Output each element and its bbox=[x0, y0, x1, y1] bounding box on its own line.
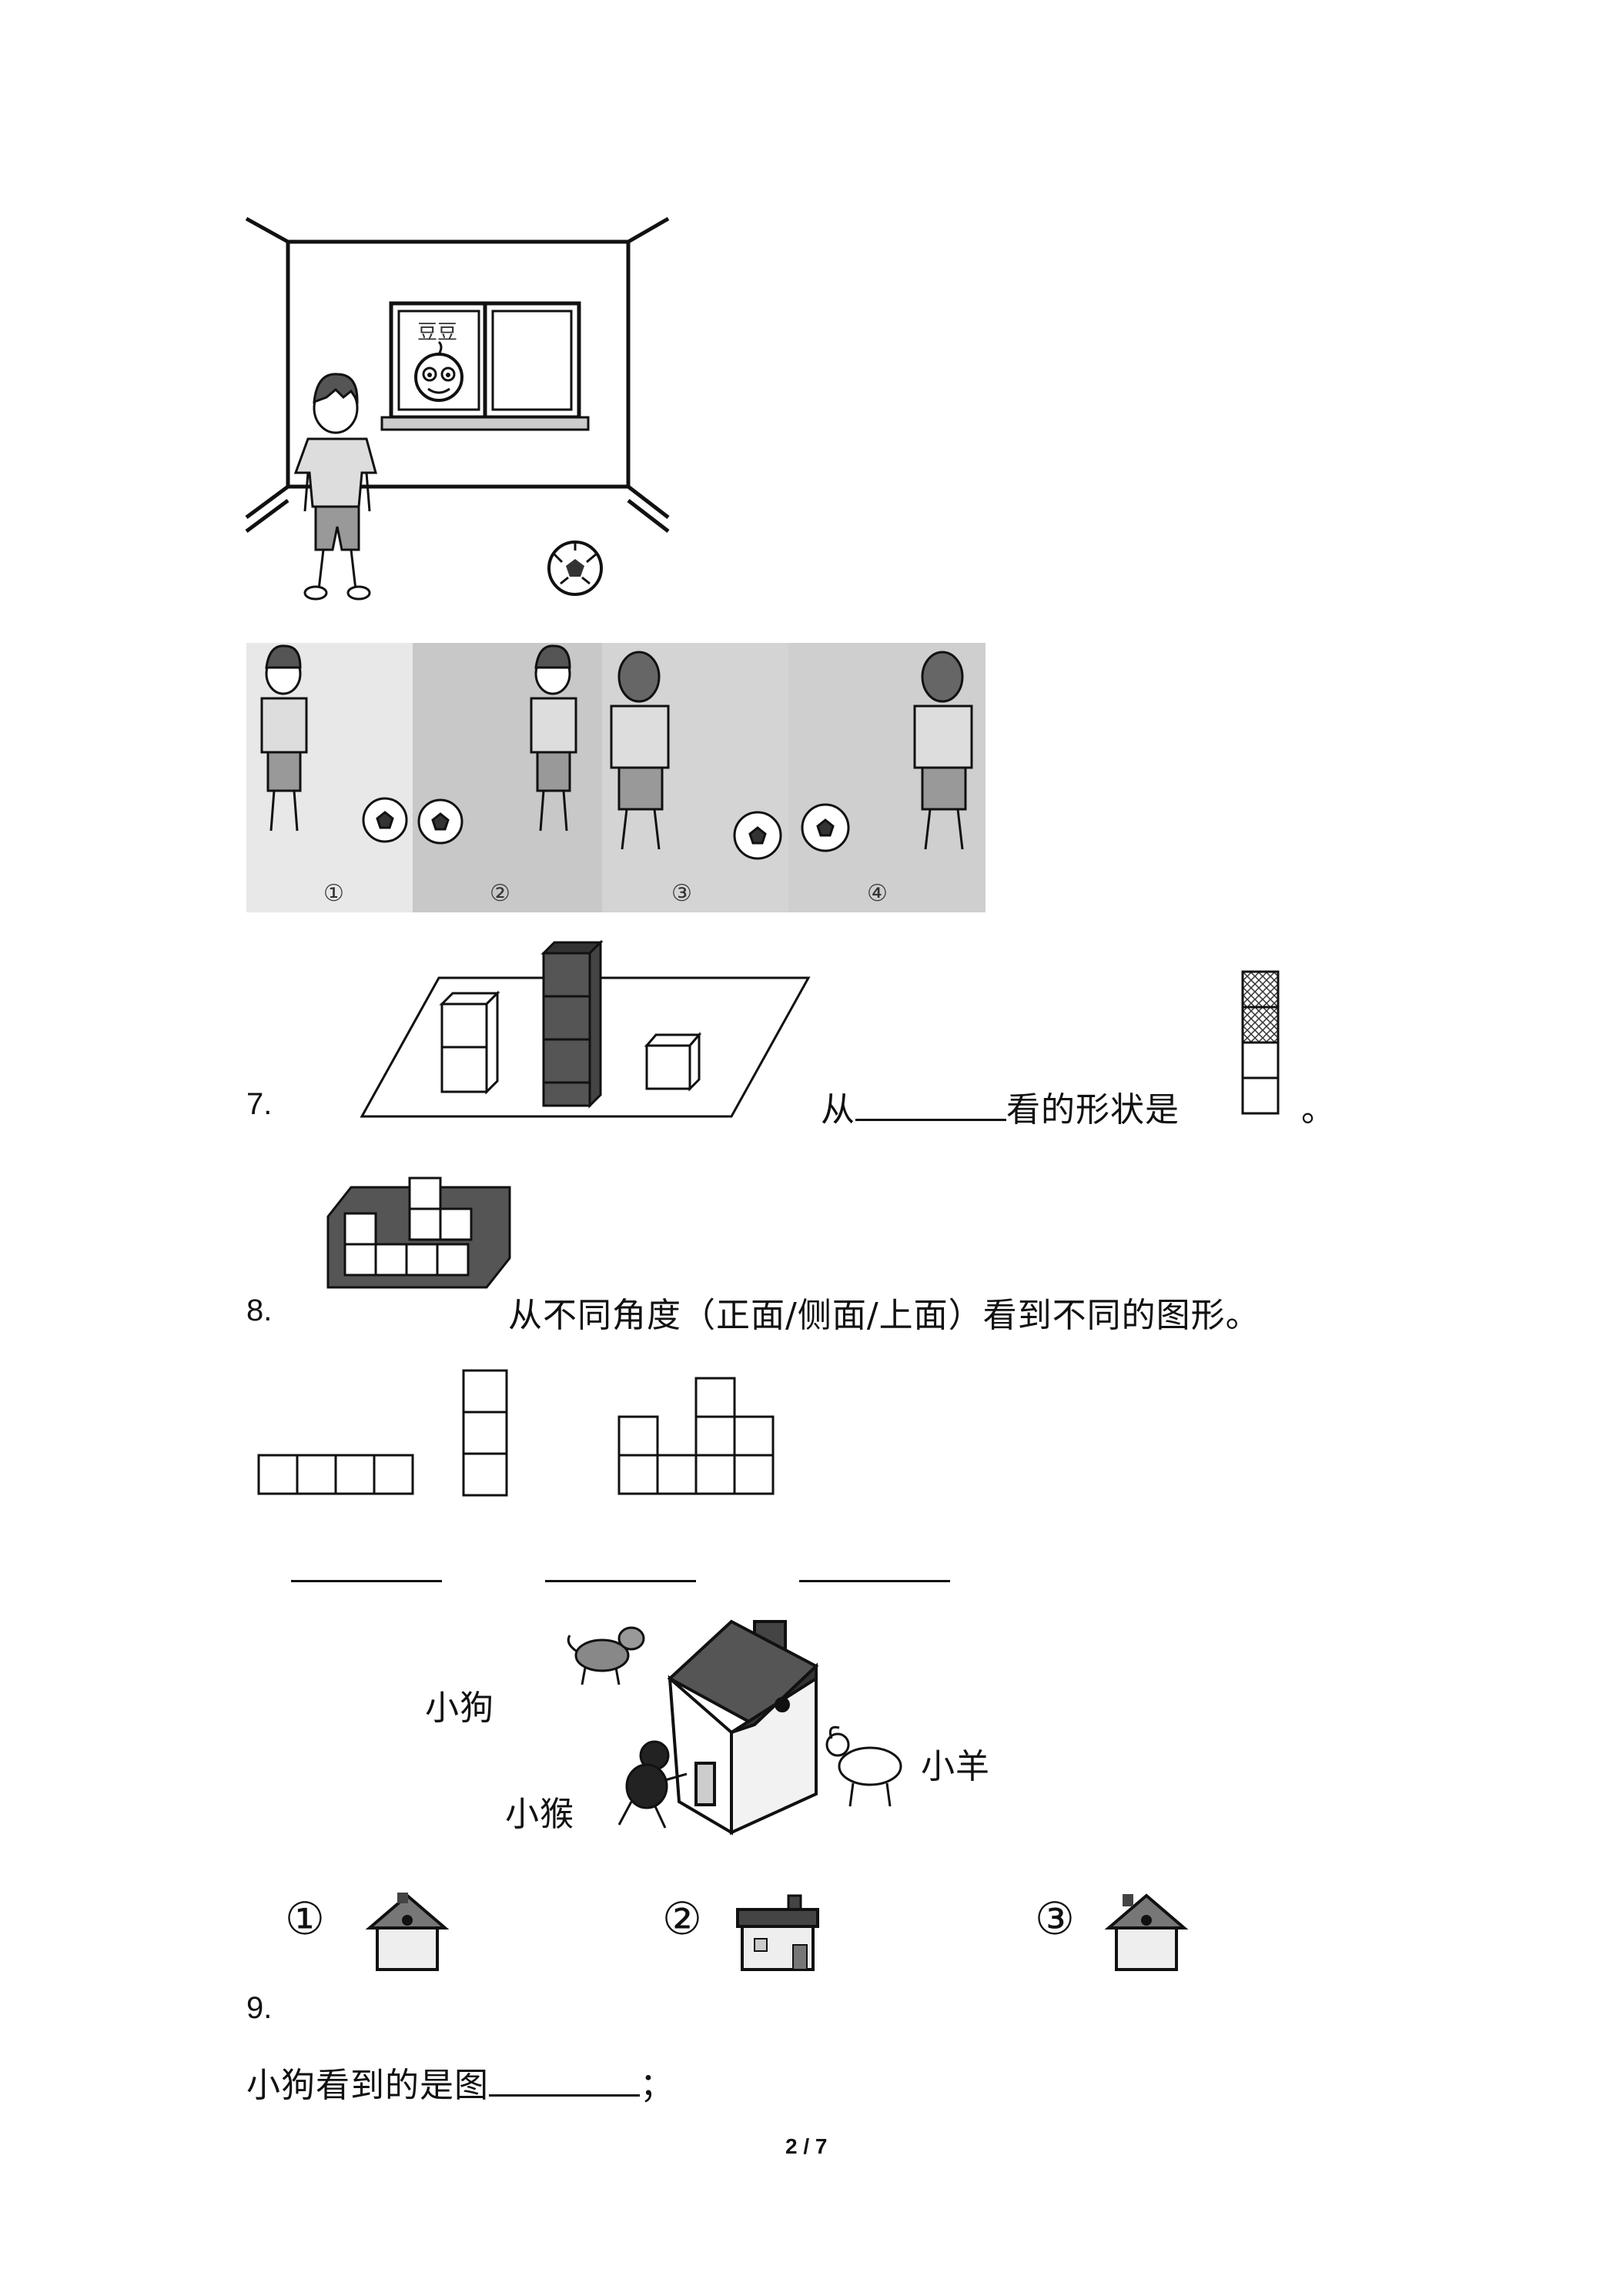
q9-option-1-label: ① bbox=[285, 1893, 325, 1945]
q9-option-3[interactable]: ③ bbox=[1035, 1888, 1204, 1973]
q9-option-3-label: ③ bbox=[1035, 1893, 1075, 1945]
house-icon bbox=[667, 1619, 819, 1836]
q9-answer-blank[interactable] bbox=[489, 2065, 640, 2097]
soccer-ball-icon bbox=[547, 541, 603, 596]
q7-answer-blank[interactable] bbox=[855, 1089, 1006, 1121]
q8-answer-blank-1[interactable] bbox=[291, 1580, 442, 1582]
monkey-icon bbox=[617, 1740, 688, 1829]
q9-house-scene bbox=[567, 1619, 902, 1836]
q9-number: 9. bbox=[246, 1991, 273, 2025]
label-dog: 小狗 bbox=[425, 1689, 494, 1728]
q8-view-2 bbox=[462, 1369, 508, 1497]
q7-prefix: 从 bbox=[821, 1090, 855, 1130]
q9-option-2-label: ② bbox=[662, 1893, 702, 1945]
q7-suffix: 看的形状是 bbox=[1006, 1090, 1180, 1130]
q9-question-prefix: 小狗看到的是图 bbox=[246, 2066, 489, 2105]
q7-shape-view bbox=[1241, 970, 1280, 1115]
q9-option-2[interactable]: ② bbox=[662, 1888, 832, 1973]
q9-option-1[interactable]: ① bbox=[285, 1888, 454, 1973]
room-scene-illustration: 豆豆 bbox=[245, 216, 670, 601]
page-indicator: 2 / 7 bbox=[785, 2134, 828, 2158]
q7-prompt: 从 看的形状是 bbox=[821, 1082, 1180, 1131]
sheep-icon bbox=[825, 1725, 902, 1807]
option-label-2: ② bbox=[490, 880, 510, 907]
q8-answer-blank-2[interactable] bbox=[545, 1580, 696, 1582]
q8-answer-blank-3[interactable] bbox=[799, 1580, 950, 1582]
q9-question: 小狗看到的是图 ； bbox=[246, 2057, 674, 2107]
q8-number: 8. bbox=[246, 1294, 273, 1327]
option-label-3: ③ bbox=[671, 880, 692, 907]
q8-view-3 bbox=[617, 1377, 775, 1495]
q7-number: 7. bbox=[246, 1087, 273, 1121]
q7-end: 。 bbox=[1301, 1090, 1336, 1130]
option-label-1: ① bbox=[323, 880, 344, 907]
label-monkey: 小猴 bbox=[505, 1795, 574, 1834]
doudou-sign: 豆豆 bbox=[417, 321, 457, 344]
dog-icon bbox=[567, 1626, 645, 1685]
q9-question-end: ； bbox=[640, 2066, 674, 2105]
view-options-strip: ① ② ③ ④ bbox=[246, 643, 986, 912]
house-back-view-icon bbox=[1104, 1893, 1189, 1971]
option-label-4: ④ bbox=[867, 880, 888, 907]
boy-figure bbox=[293, 373, 377, 601]
house-side-view-icon bbox=[736, 1894, 819, 1971]
label-sheep: 小羊 bbox=[921, 1747, 990, 1786]
house-front-view-icon bbox=[365, 1893, 450, 1971]
q8-text: 从不同角度（正面/侧面/上面）看到不同的图形。 bbox=[508, 1296, 1260, 1335]
q8-cube-structure bbox=[326, 1176, 511, 1289]
q7-cube-arrangement bbox=[360, 939, 811, 1118]
q8-view-1 bbox=[257, 1454, 414, 1495]
